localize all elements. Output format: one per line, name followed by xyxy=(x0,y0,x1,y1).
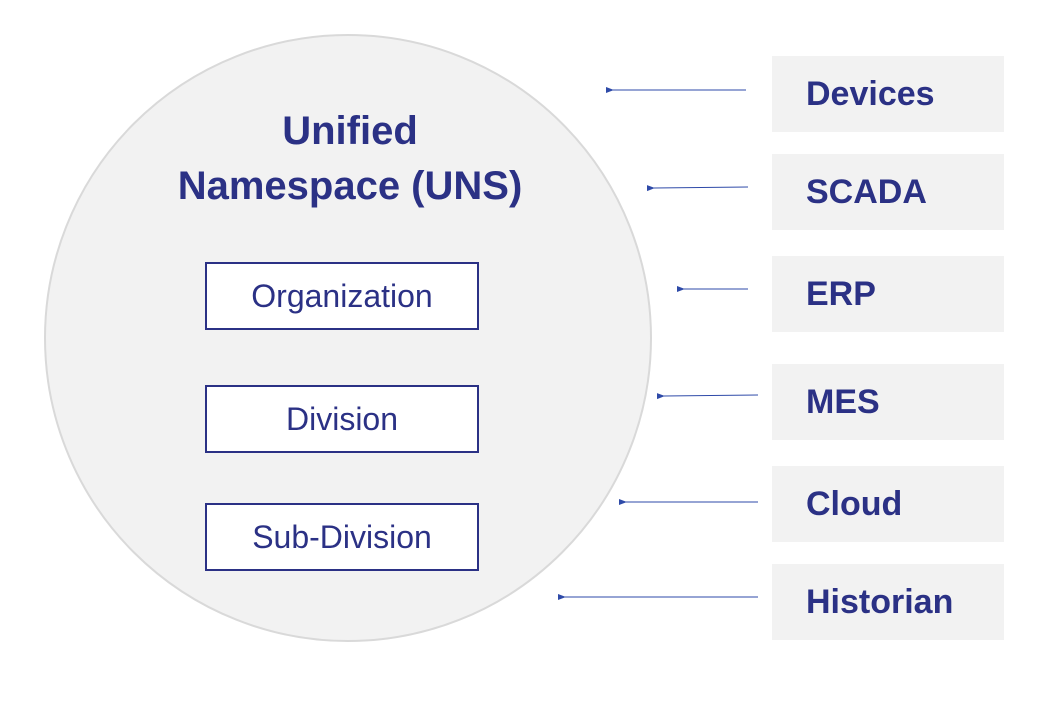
level-division-label: Division xyxy=(285,400,399,437)
arrow-mes xyxy=(656,393,759,400)
source-cloud-label: Cloud xyxy=(806,484,903,523)
arrow-scada xyxy=(646,185,749,192)
source-scada-label: SCADA xyxy=(806,172,927,211)
source-devices-label: Devices xyxy=(806,74,935,113)
source-devices: Devices xyxy=(772,56,1004,132)
source-cloud: Cloud xyxy=(772,466,1004,542)
source-historian: Historian xyxy=(772,564,1004,640)
source-historian-label: Historian xyxy=(806,582,954,621)
level-sub-division: Sub-Division xyxy=(205,503,479,571)
source-erp: ERP xyxy=(772,256,1004,332)
source-mes-label: MES xyxy=(806,382,880,421)
uns-title: Unified Namespace (UNS) xyxy=(177,109,523,208)
source-scada: SCADA xyxy=(772,154,1004,230)
source-erp-label: ERP xyxy=(806,274,876,313)
level-organization: Organization xyxy=(205,262,479,330)
source-mes: MES xyxy=(772,364,1004,440)
level-sub-division-label: Sub-Division xyxy=(252,518,432,555)
level-organization-label: Organization xyxy=(251,277,433,314)
level-division: Division xyxy=(205,385,479,453)
